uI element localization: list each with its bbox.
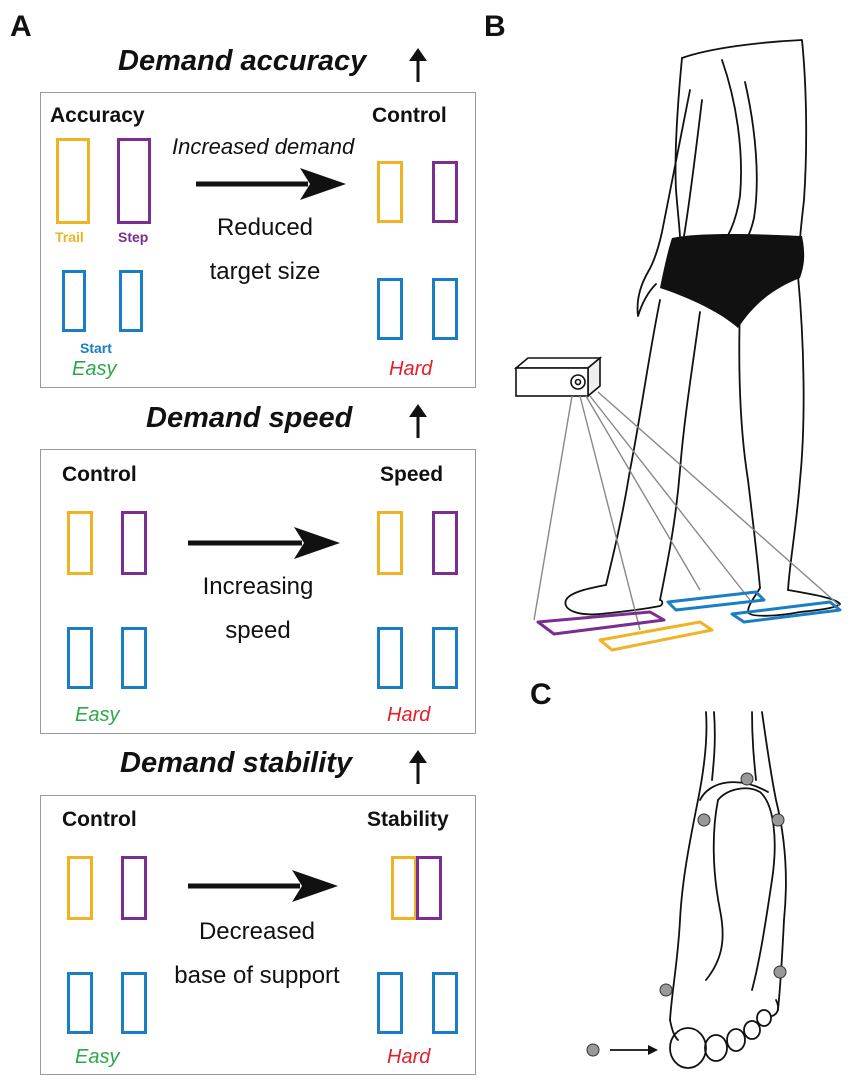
heading-demand-speed: Demand speed	[146, 402, 353, 434]
hard-label: Hard	[387, 704, 431, 726]
start-target-right	[121, 972, 147, 1034]
trail-target	[67, 856, 93, 920]
up-arrow-icon	[409, 404, 427, 438]
stability-condition-box	[40, 795, 476, 1075]
stability-change-line2: base of support	[174, 962, 340, 989]
accuracy-left-title: Accuracy	[50, 104, 145, 127]
step-target	[121, 511, 147, 575]
easy-label: Easy	[75, 1046, 120, 1068]
trail-label: Trail	[55, 229, 84, 245]
start-target-right	[119, 270, 143, 332]
start-target-small-left	[377, 278, 403, 340]
foot-marker-illustration	[586, 711, 787, 1069]
heading-demand-stability: Demand stability	[120, 747, 353, 779]
up-arrow-icon	[409, 48, 427, 82]
trail-target-small	[377, 161, 403, 223]
trail-target	[377, 511, 403, 575]
start-target-right	[432, 627, 458, 689]
accuracy-arrow-caption: Increased demand	[172, 134, 355, 159]
start-target-left	[67, 627, 93, 689]
easy-label: Easy	[72, 358, 117, 380]
step-target	[117, 138, 151, 224]
right-arrow-icon	[196, 168, 346, 200]
accuracy-right-title: Control	[372, 104, 447, 127]
start-label: Start	[80, 340, 112, 356]
start-target-left	[377, 972, 403, 1034]
start-target-left	[67, 972, 93, 1034]
step-target-small	[432, 161, 458, 223]
accuracy-condition-box	[40, 92, 476, 388]
start-target-right	[121, 627, 147, 689]
stability-change-line1: Decreased	[198, 918, 316, 945]
step-target	[121, 856, 147, 920]
accuracy-change-line2: target size	[209, 258, 321, 285]
panel-letter-a: A	[10, 10, 32, 43]
heading-demand-accuracy: Demand accuracy	[118, 45, 367, 77]
hard-label: Hard	[387, 1046, 431, 1068]
speed-change-line1: Increasing	[202, 573, 314, 600]
right-arrow-icon	[188, 527, 340, 559]
start-target-left	[377, 627, 403, 689]
speed-right-title: Speed	[380, 463, 444, 486]
hard-label: Hard	[389, 358, 433, 380]
trail-target	[56, 138, 90, 224]
panel-letter-c: C	[530, 678, 552, 711]
stability-left-title: Control	[62, 808, 137, 831]
start-target-right	[432, 972, 458, 1034]
stability-right-title: Stability	[367, 808, 449, 831]
up-arrow-icon	[409, 750, 427, 784]
accuracy-change-line1: Reduced	[216, 214, 314, 241]
easy-label: Easy	[75, 704, 120, 726]
trail-target	[391, 856, 417, 920]
speed-left-title: Control	[62, 463, 137, 486]
trail-target	[67, 511, 93, 575]
start-target-left	[62, 270, 86, 332]
walking-person-illustration	[513, 39, 842, 652]
panel-letter-b: B	[484, 10, 506, 43]
start-target-small-right	[432, 278, 458, 340]
speed-condition-box	[40, 449, 476, 734]
step-label: Step	[118, 229, 149, 245]
right-arrow-icon	[188, 870, 338, 902]
speed-change-line2: speed	[225, 617, 291, 644]
step-target	[416, 856, 442, 920]
step-target	[432, 511, 458, 575]
